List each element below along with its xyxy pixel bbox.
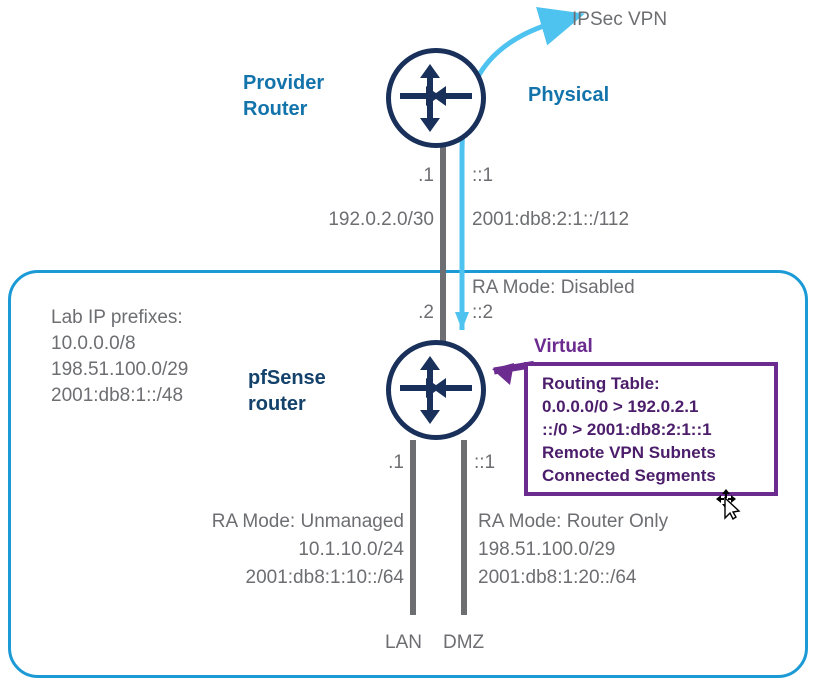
wan-link-line [440, 145, 446, 345]
dmz-address: ::1 [474, 452, 496, 473]
pfsense-wan-v6-address: ::2 [472, 302, 494, 323]
lan-ra-mode: RA Mode: Unmanaged [211, 511, 404, 532]
dmz-link-line [461, 440, 467, 615]
routing-table-callout[interactable]: Routing Table: 0.0.0.0/0 > 192.0.2.1 ::/… [524, 362, 778, 496]
routing-table-entry: Remote VPN Subnets [542, 443, 716, 462]
lab-boundary-box [8, 270, 808, 678]
provider-v6-address: ::1 [472, 165, 494, 186]
lan-address: .1 [388, 452, 404, 473]
move-cursor-icon [716, 489, 741, 521]
pfsense-router-label: pfSense router [248, 367, 326, 415]
routing-table-entry: ::/0 > 2001:db8:2:1::1 [542, 420, 712, 439]
dmz-interface-label: DMZ [443, 632, 485, 653]
lan-v6-subnet: 2001:db8:1:10::/64 [245, 567, 404, 588]
provider-v4-address: .1 [418, 165, 434, 186]
router-arrows-icon [400, 64, 472, 132]
routing-table-entry: Connected Segments [542, 466, 716, 485]
virtual-label: Virtual [534, 336, 593, 357]
dmz-v4-subnet: 198.51.100.0/29 [478, 539, 616, 560]
provider-router-icon[interactable] [386, 48, 486, 148]
router-arrows-icon [400, 356, 472, 424]
routing-table-heading: Routing Table: [542, 374, 660, 393]
physical-label: Physical [528, 84, 610, 106]
dmz-ra-mode: RA Mode: Router Only [478, 511, 669, 532]
wan-v6-subnet: 2001:db8:2:1::/112 [472, 209, 630, 230]
wan-v4-subnet: 192.0.2.0/30 [328, 209, 434, 230]
ipsec-vpn-label: IPSec VPN [572, 9, 668, 30]
wan-ra-mode: RA Mode: Disabled [472, 277, 635, 298]
dmz-v6-subnet: 2001:db8:1:20::/64 [478, 567, 637, 588]
lab-ip-prefixes-text: Lab IP prefixes: 10.0.0.0/8 198.51.100.0… [51, 307, 189, 406]
pfsense-wan-v4-address: .2 [418, 302, 434, 323]
provider-router-label: Provider Router [243, 72, 325, 120]
lan-v4-subnet: 10.1.10.0/24 [298, 539, 404, 560]
routing-table-entry: 0.0.0.0/0 > 192.0.2.1 [542, 397, 699, 416]
pfsense-router-icon[interactable] [386, 340, 486, 440]
lan-link-line [410, 440, 416, 615]
lan-interface-label: LAN [385, 632, 422, 653]
